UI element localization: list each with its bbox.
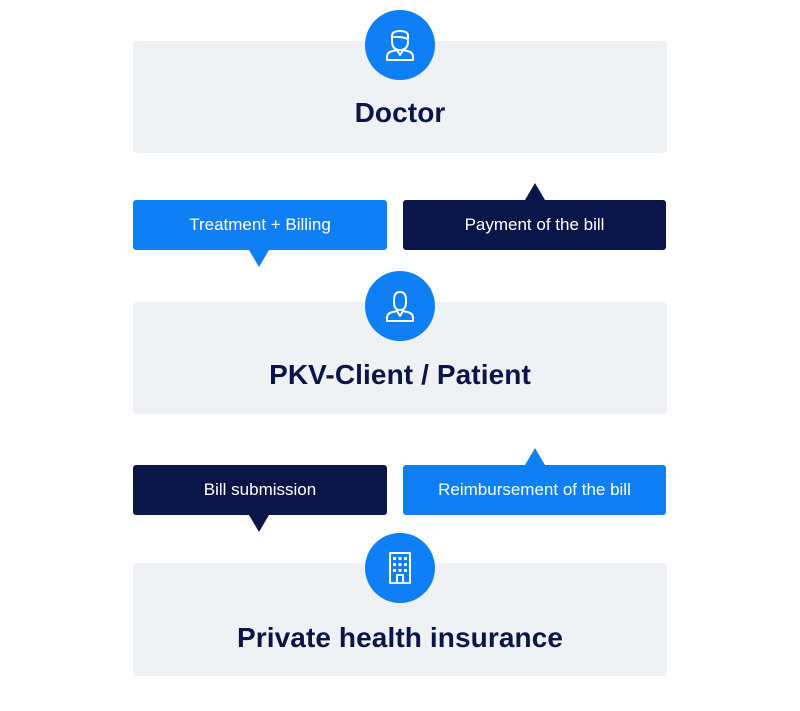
arrow-up-icon — [525, 183, 545, 200]
person-icon — [365, 271, 435, 341]
treatment-billing-flow: Treatment + Billing — [133, 200, 387, 267]
arrow-up-icon — [525, 448, 545, 465]
arrow-down-icon — [249, 515, 269, 532]
payment-label: Payment of the bill — [464, 215, 605, 234]
reimbursement-flow: Reimbursement of the bill — [403, 448, 666, 515]
bill-submission-label: Bill submission — [203, 480, 317, 499]
treatment-billing-label: Treatment + Billing — [189, 215, 331, 234]
patient-title: PKV-Client / Patient — [269, 359, 531, 390]
doctor-icon — [365, 10, 435, 80]
doctor-title: Doctor — [354, 97, 446, 128]
payment-flow: Payment of the bill — [403, 183, 666, 250]
reimbursement-label: Reimbursement of the bill — [438, 480, 631, 499]
bill-submission-flow: Bill submission — [133, 465, 387, 532]
patient-box: PKV-Client / Patient — [133, 302, 667, 414]
insurance-title: Private health insurance — [236, 621, 564, 653]
arrow-down-icon — [249, 250, 269, 267]
building-icon — [365, 533, 435, 603]
